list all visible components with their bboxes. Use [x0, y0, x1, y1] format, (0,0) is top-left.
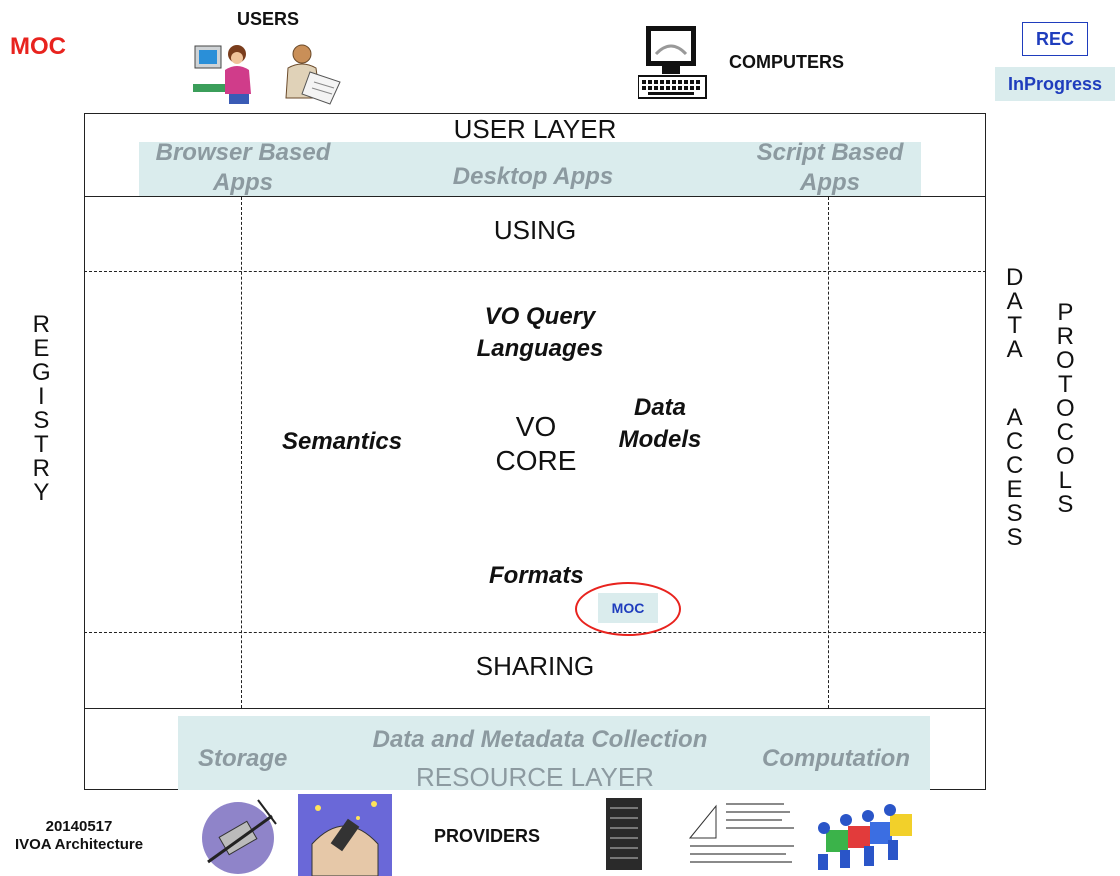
script-apps-label: Script Based Apps	[740, 138, 920, 198]
registry-letter: Y	[33, 479, 50, 506]
protocols-letter: R	[1056, 323, 1074, 350]
data-access-letter: A	[1006, 404, 1023, 431]
sharing-divider	[84, 632, 986, 633]
data-access-letter: T	[1007, 312, 1022, 339]
satellite-icon	[202, 799, 277, 874]
registry-letter: E	[33, 335, 50, 362]
browser-apps-label: Browser Based Apps	[148, 138, 338, 198]
registry-letter: T	[34, 431, 49, 458]
computer-icon	[638, 26, 707, 99]
protocols-letter: T	[1058, 371, 1073, 398]
data-access-label: D A T A A C C E S S	[1006, 266, 1023, 550]
registry-letter: R	[32, 311, 50, 338]
script-apps-line2: Apps	[800, 169, 860, 196]
protocols-letter: O	[1056, 347, 1075, 374]
footer-caption: 20140517 IVOA Architecture	[0, 818, 158, 854]
moc-badge: MOC	[598, 593, 658, 623]
formats-label: Formats	[489, 562, 584, 589]
storage-label: Storage	[198, 745, 288, 772]
vo-core-line2: CORE	[495, 445, 577, 476]
server-icon	[606, 798, 642, 870]
page-title: MOC	[10, 33, 66, 60]
protocols-label: P R O T O C O L S	[1056, 301, 1075, 517]
registry-letter: S	[33, 407, 50, 434]
legend-in-progress: InProgress	[995, 67, 1115, 101]
collaboration-puzzle-icon	[818, 804, 912, 870]
users-label: USERS	[237, 9, 300, 29]
data-access-letter: A	[1006, 336, 1023, 363]
vo-core-label: VO CORE	[466, 410, 606, 478]
resource-layer-title: RESOURCE LAYER	[416, 762, 654, 792]
desktop-apps-label: Desktop Apps	[452, 163, 614, 190]
computation-label: Computation	[762, 745, 910, 772]
registry-letter: R	[32, 455, 50, 482]
data-access-letter: A	[1006, 288, 1023, 315]
data-access-letter: C	[1006, 428, 1024, 455]
registry-letter: G	[32, 359, 51, 386]
data-collection-label: Data and Metadata Collection	[372, 726, 708, 753]
protocols-letter: O	[1056, 443, 1075, 470]
protocols-letter: C	[1056, 419, 1074, 446]
data-access-letter: E	[1006, 476, 1023, 503]
script-apps-line1: Script Based	[756, 139, 904, 166]
data-access-letter: C	[1006, 452, 1024, 479]
vo-query-languages-label: VO Query Languages	[440, 301, 640, 365]
semantics-label: Semantics	[282, 428, 403, 455]
data-access-letter: S	[1006, 524, 1023, 551]
sharing-label: SHARING	[475, 651, 595, 681]
vo-core-line1: VO	[515, 411, 557, 442]
using-label: USING	[493, 215, 577, 245]
legend-rec: REC	[1022, 22, 1088, 56]
right-dashed-line	[828, 197, 829, 708]
user-layer-band	[139, 142, 921, 196]
user-layer-title: USER LAYER	[453, 114, 617, 144]
protocols-letter: L	[1058, 467, 1073, 494]
protocols-letter: P	[1057, 299, 1074, 326]
providers-label: PROVIDERS	[434, 826, 541, 846]
resource-layer-band	[178, 716, 930, 790]
footer-title: IVOA Architecture	[14, 836, 144, 853]
data-models-line1: Data	[633, 394, 687, 421]
registry-label: R E G I S T R Y	[32, 313, 51, 505]
math-notes-icon	[686, 798, 798, 870]
user-at-computer-icon	[193, 45, 251, 104]
data-access-letter: S	[1006, 500, 1023, 527]
computers-label: COMPUTERS	[729, 52, 845, 72]
browser-apps-line1: Browser Based	[155, 139, 331, 166]
protocols-letter: S	[1057, 491, 1074, 518]
left-dashed-line	[241, 197, 242, 708]
footer-date: 20140517	[45, 818, 113, 835]
user-reading-icon	[285, 44, 341, 105]
data-models-label: Data Models	[600, 392, 720, 456]
resource-layer-divider	[84, 708, 986, 709]
registry-letter: I	[38, 383, 45, 410]
user-layer-divider	[84, 196, 986, 197]
vo-query-line1: VO Query	[484, 303, 596, 330]
observatory-icon	[298, 794, 392, 876]
browser-apps-line2: Apps	[213, 169, 273, 196]
data-models-line2: Models	[618, 426, 702, 453]
data-access-letter: D	[1006, 264, 1024, 291]
protocols-letter: O	[1056, 395, 1075, 422]
using-divider	[84, 271, 986, 272]
moc-highlight-circle	[575, 582, 681, 636]
vo-query-line2: Languages	[476, 335, 604, 362]
